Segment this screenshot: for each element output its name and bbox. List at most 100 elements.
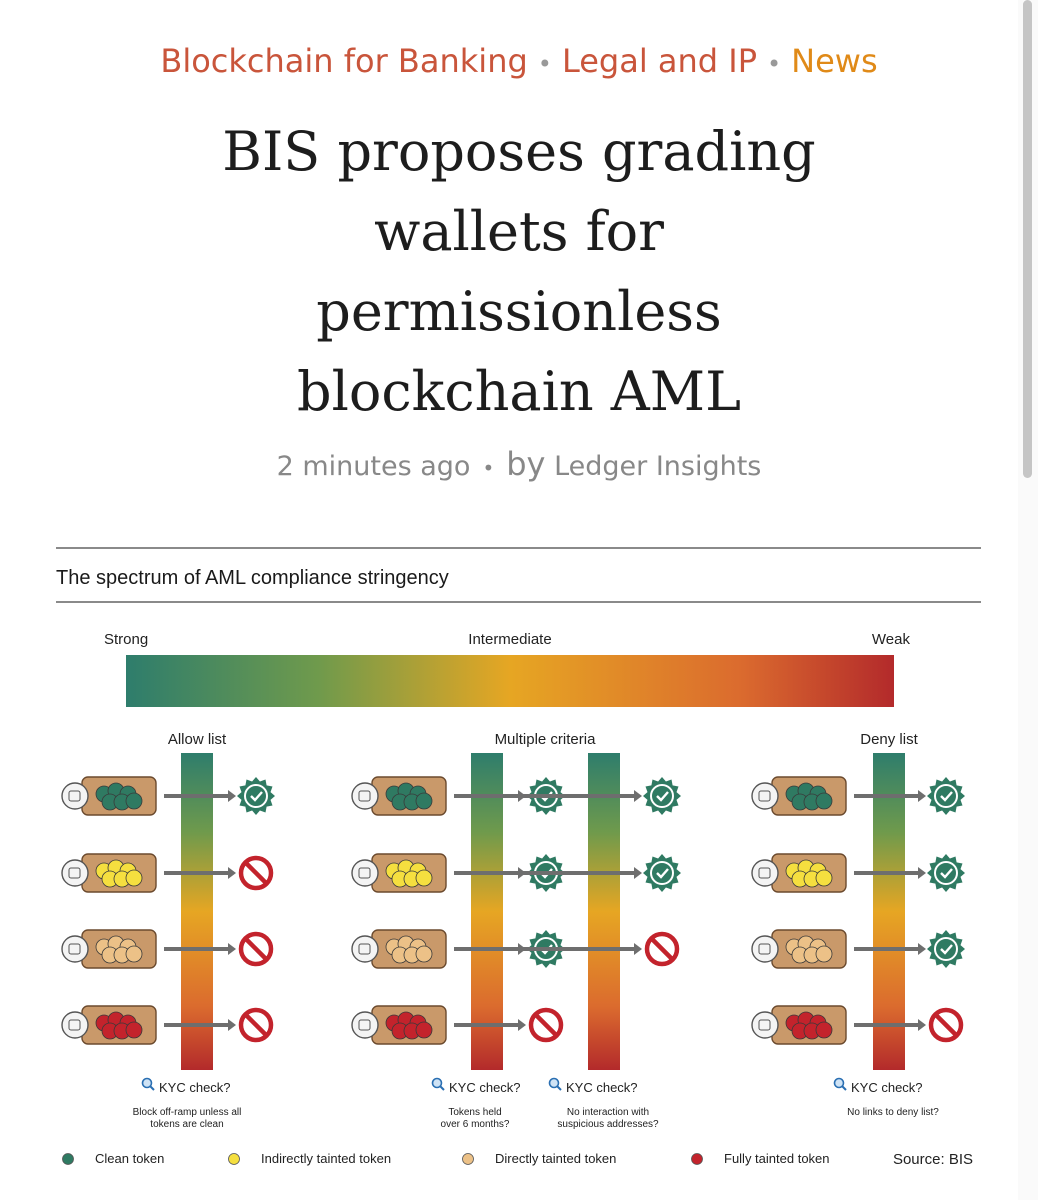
category-links: Blockchain for Banking • Legal and IP • News — [0, 42, 1038, 80]
kyc-check-label: KYC check? — [159, 1080, 231, 1095]
blocked-icon — [528, 1007, 564, 1043]
arrow-head — [634, 790, 642, 802]
wallet — [351, 1005, 447, 1045]
wallet — [351, 929, 447, 969]
group-title: Multiple criteria — [495, 731, 597, 748]
wallet — [751, 853, 847, 893]
blocked-icon — [238, 855, 274, 891]
check-badge-icon — [927, 930, 965, 968]
check-badge-icon — [643, 854, 681, 892]
check-criterion-bar — [588, 753, 620, 1070]
check-badge-icon — [927, 854, 965, 892]
criterion-description: suspicious addresses? — [557, 1119, 659, 1130]
scale-label-intermediate: Intermediate — [468, 631, 551, 648]
wallet — [351, 853, 447, 893]
magnifier-icon — [141, 1077, 155, 1091]
source-label: Source: BIS — [893, 1151, 973, 1168]
legend-item: Directly tainted token — [462, 1151, 616, 1166]
legend-swatch — [62, 1153, 74, 1165]
legend-label: Indirectly tainted token — [261, 1151, 391, 1166]
title-line: BIS proposes grading — [222, 120, 816, 183]
wallet — [61, 776, 157, 816]
blocked-icon — [644, 931, 680, 967]
byline-prefix: by — [506, 445, 546, 483]
legend-label: Clean token — [95, 1151, 164, 1166]
group-title: Allow list — [168, 731, 227, 748]
arrow-head — [634, 867, 642, 879]
legend-item: Clean token — [62, 1151, 164, 1166]
token — [415, 1021, 433, 1039]
article-meta: 2 minutes ago • by Ledger Insights — [0, 445, 1038, 483]
separator-dot: • — [766, 50, 782, 78]
magnifier-icon — [431, 1077, 445, 1091]
aml-spectrum-diagram: The spectrum of AML compliance stringenc… — [56, 547, 981, 1168]
wallet — [61, 1005, 157, 1045]
separator-dot: • — [537, 50, 552, 78]
token — [125, 1021, 143, 1039]
wallet — [351, 776, 447, 816]
check-badge-icon — [237, 777, 275, 815]
criterion-description: No links to deny list? — [847, 1107, 939, 1118]
wallet — [61, 929, 157, 969]
diagram-heading: The spectrum of AML compliance stringenc… — [56, 567, 449, 589]
wallet — [751, 776, 847, 816]
arrow-head — [634, 943, 642, 955]
blocked-icon — [928, 1007, 964, 1043]
token — [415, 945, 433, 963]
arrow-head — [918, 790, 926, 802]
token — [125, 945, 143, 963]
arrow-head — [918, 867, 926, 879]
blocked-icon — [238, 931, 274, 967]
title-line: wallets for — [374, 200, 664, 263]
legend-item: Fully tainted token — [691, 1151, 830, 1166]
criterion-description: Block off-ramp unless all — [133, 1107, 242, 1118]
arrow-head — [518, 1019, 526, 1031]
criterion-description: tokens are clean — [150, 1119, 223, 1130]
legend-item: Indirectly tainted token — [228, 1151, 391, 1166]
article-title: BIS proposes grading wallets for permiss… — [0, 112, 1038, 432]
kyc-check-label: KYC check? — [449, 1080, 521, 1095]
criterion-description: Tokens held — [448, 1107, 501, 1118]
criterion-description: over 6 months? — [441, 1119, 510, 1130]
category-link-blockchain-for-banking[interactable]: Blockchain for Banking — [160, 42, 528, 80]
title-line: blockchain AML — [297, 360, 741, 423]
category-link-news[interactable]: News — [791, 42, 878, 80]
category-link-legal-and-ip[interactable]: Legal and IP — [561, 42, 757, 80]
legend-swatch — [462, 1153, 474, 1165]
token — [815, 792, 833, 810]
arrow-head — [228, 1019, 236, 1031]
arrow-head — [228, 943, 236, 955]
token — [125, 792, 143, 810]
check-criterion-bar — [181, 753, 213, 1070]
wallet — [751, 929, 847, 969]
kyc-check-label: KYC check? — [566, 1080, 638, 1095]
token — [815, 945, 833, 963]
title-line: permissionless — [316, 280, 722, 343]
scrollbar-thumb[interactable] — [1023, 0, 1032, 478]
publish-time: 2 minutes ago — [276, 451, 471, 482]
scale-label-strong: Strong — [104, 631, 148, 648]
arrow-head — [918, 943, 926, 955]
arrow-head — [228, 790, 236, 802]
check-criterion-bar — [471, 753, 503, 1070]
check-badge-icon — [643, 777, 681, 815]
token — [415, 792, 433, 810]
legend-label: Fully tainted token — [724, 1151, 830, 1166]
group-title: Deny list — [860, 731, 918, 748]
token — [415, 869, 433, 887]
wallet — [61, 853, 157, 893]
check-criterion-bar — [873, 753, 905, 1070]
legend-swatch — [228, 1153, 240, 1165]
separator-dot: • — [482, 456, 495, 480]
legend-label: Directly tainted token — [495, 1151, 616, 1166]
arrow-head — [228, 867, 236, 879]
author-link[interactable]: Ledger Insights — [554, 451, 762, 482]
stringency-gradient-bar — [126, 655, 894, 707]
blocked-icon — [238, 1007, 274, 1043]
scale-label-weak: Weak — [872, 631, 911, 648]
token — [815, 1021, 833, 1039]
wallet — [751, 1005, 847, 1045]
